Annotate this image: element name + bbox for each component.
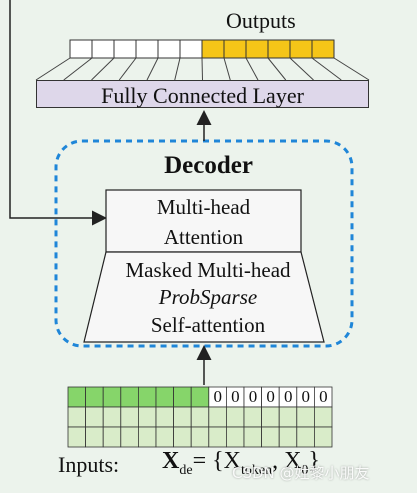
input-cell: [102, 386, 122, 408]
multihead-label-line2: Attention: [163, 225, 244, 249]
input-cell: [85, 406, 104, 428]
input-cell: [208, 406, 227, 428]
masked-label-line3: Self-attention: [150, 313, 266, 337]
output-cell: [113, 39, 137, 59]
input-cell: [120, 386, 139, 408]
zero-label: 0: [248, 387, 258, 406]
multihead-attention-box: [105, 189, 302, 253]
input-cell: [67, 426, 87, 448]
masked-label-line1: Masked Multi-head: [125, 258, 291, 282]
input-cell: [296, 406, 315, 428]
input-cell: [137, 426, 157, 448]
input-cell: [137, 406, 157, 428]
fan-line: [267, 57, 287, 81]
input-cell: [225, 426, 245, 448]
output-cell: [245, 39, 269, 59]
input-cell: [261, 426, 280, 448]
zero-label: 0: [319, 387, 328, 406]
input-cell: [173, 426, 192, 448]
fan-line: [118, 57, 137, 81]
output-cell: [289, 39, 313, 59]
input-cell: [296, 426, 315, 448]
input-cell: [190, 406, 210, 428]
input-cell: [173, 406, 192, 428]
fully-connected-layer: Fully Connected Layer: [36, 80, 369, 108]
input-cell: [190, 386, 210, 408]
fan-line: [289, 57, 314, 81]
output-cells: [69, 39, 335, 59]
inputs-label: Inputs:: [58, 452, 120, 477]
feedback-line: [9, 0, 107, 226]
multihead-label-line1: Multi-head: [156, 195, 251, 219]
zero-label: 0: [283, 387, 293, 406]
output-cell: [157, 39, 181, 59]
fan-line: [333, 57, 370, 81]
zero-label: 0: [301, 387, 311, 406]
eq-rhs-sub: token: [240, 462, 273, 478]
input-cell: [278, 406, 298, 428]
input-cell: [225, 406, 245, 428]
outputs-label: Outputs: [226, 8, 296, 33]
fan-lines: [35, 57, 370, 81]
output-cell: [201, 39, 225, 59]
input-cell: [137, 386, 157, 408]
fan-line: [245, 57, 259, 81]
eq-lhs: X: [162, 448, 180, 474]
output-cell: [91, 39, 115, 59]
input-cell: [102, 426, 122, 448]
input-cell: [67, 386, 87, 408]
eq-rhs-tail: , X: [272, 448, 302, 474]
output-cell: [267, 39, 291, 59]
masked-label-line2: ProbSparse: [158, 285, 258, 309]
input-cell: [67, 406, 87, 428]
input-cell: [313, 426, 333, 448]
input-cell: [173, 386, 192, 408]
eq-rhs-end: 0: [301, 462, 309, 478]
watermark: CSDN @姓黎小朋友: [232, 464, 370, 482]
fan-line: [146, 57, 159, 81]
fan-line: [35, 57, 71, 81]
fan-line: [201, 57, 203, 81]
zero-label: 0: [266, 387, 275, 406]
input-cell: [261, 406, 280, 428]
eq-rhs: = {X: [192, 448, 241, 474]
input-cell: [85, 426, 104, 448]
input-cells: [67, 386, 333, 448]
fan-line: [223, 57, 231, 81]
input-cell: [190, 426, 210, 448]
decoder-title: Decoder: [164, 152, 253, 179]
output-cell: [179, 39, 203, 59]
input-cell: [243, 406, 263, 428]
input-cell: [208, 426, 227, 448]
input-cell: [85, 386, 104, 408]
input-cell: [155, 406, 175, 428]
input-cell: [120, 426, 139, 448]
input-cell: [155, 426, 175, 448]
masked-attention-trapezoid: [83, 251, 325, 343]
fan-line: [174, 57, 181, 81]
zero-label: 0: [213, 387, 223, 406]
input-cell: [120, 406, 139, 428]
input-equation: Xde= {Xtoken, X0}: [162, 448, 320, 479]
output-cell: [311, 39, 335, 59]
fan-line: [63, 57, 93, 81]
input-cell: [155, 386, 175, 408]
fan-line: [91, 57, 115, 81]
eq-close: }: [308, 448, 320, 474]
zero-label: 0: [231, 387, 240, 406]
input-cell: [278, 426, 298, 448]
eq-lhs-sub: de: [179, 462, 193, 478]
input-cell: [102, 406, 122, 428]
fan-line: [311, 57, 342, 81]
output-cell: [223, 39, 247, 59]
input-cell: [243, 426, 263, 448]
output-cell: [69, 39, 93, 59]
fc-layer-label: Fully Connected Layer: [101, 83, 304, 108]
output-cell: [135, 39, 159, 59]
input-cell: [313, 406, 333, 428]
